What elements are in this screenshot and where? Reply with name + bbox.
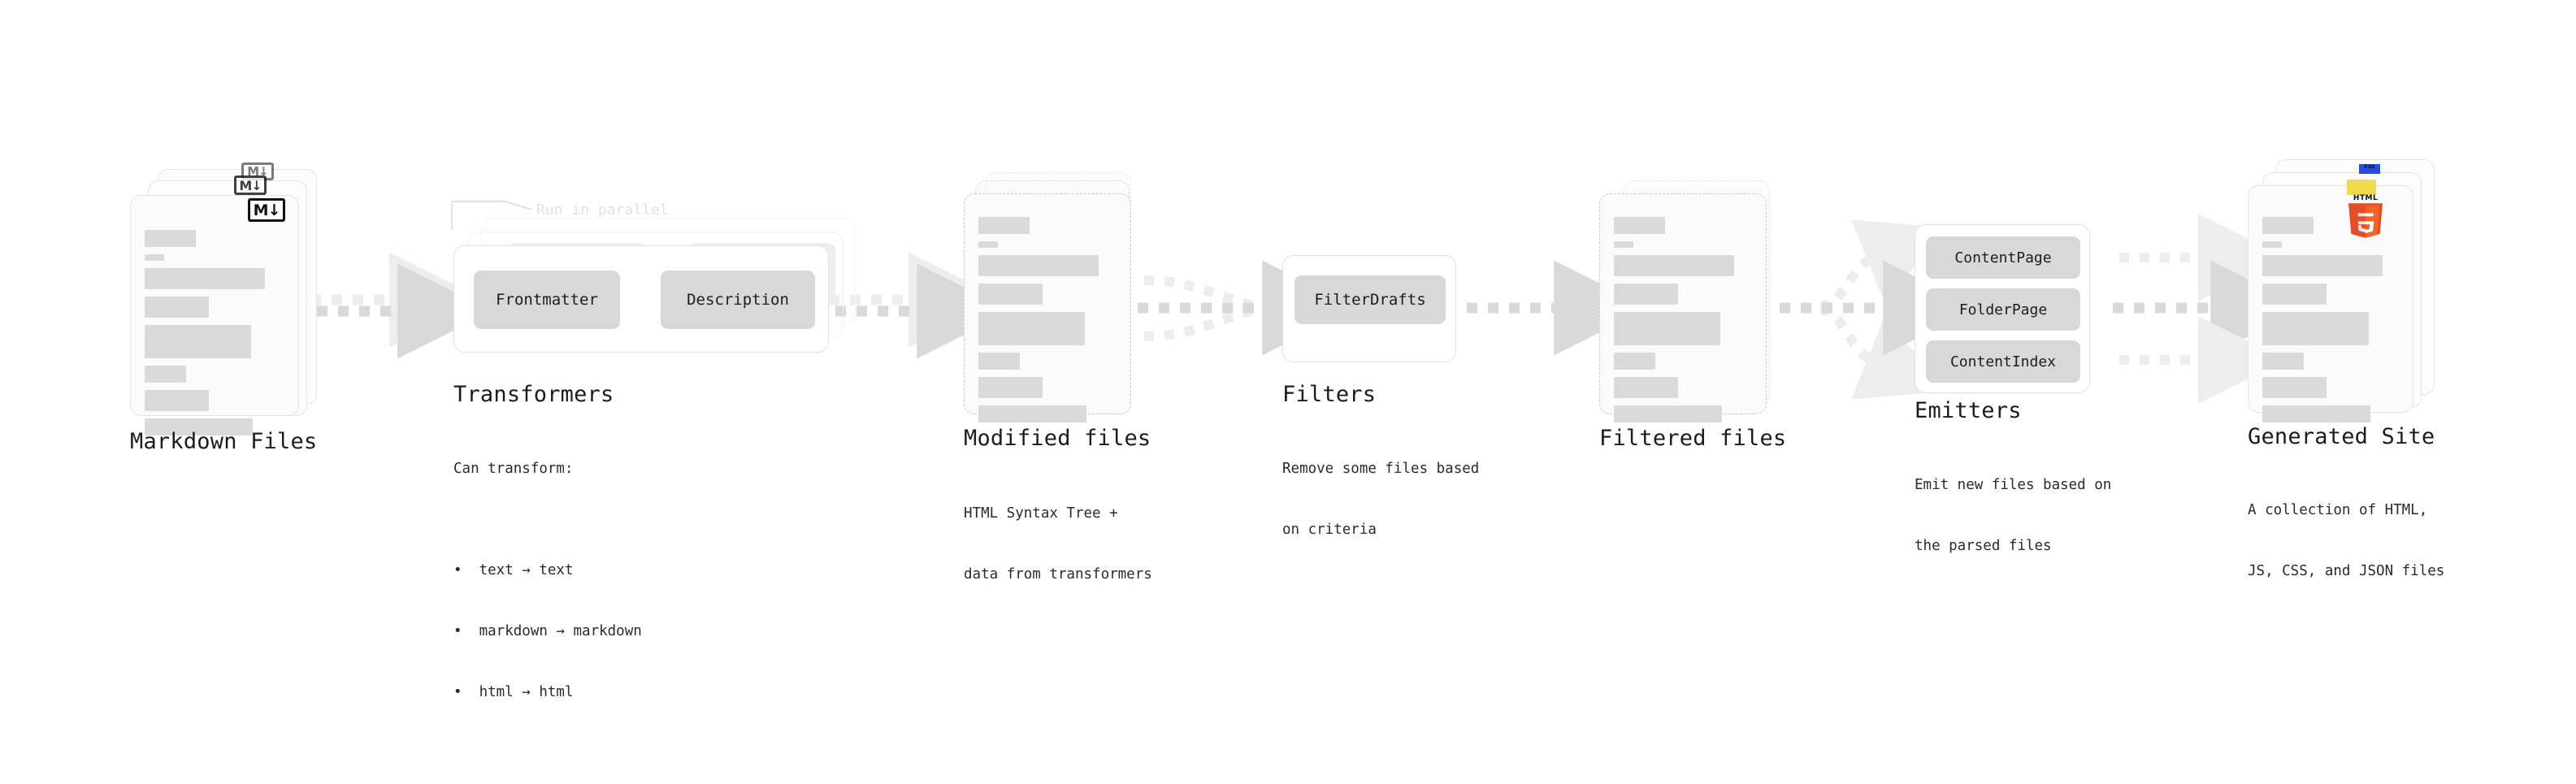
- modified-files-title: Modified files: [964, 426, 1151, 451]
- transformers-title: Transformers: [453, 382, 614, 407]
- modified-files-caption-line-1: data from transformers: [964, 566, 1152, 583]
- emitters-caption-line-0: Emit new files based on: [1915, 477, 2112, 493]
- emitters-chip-folderpage[interactable]: FolderPage: [1926, 288, 2080, 331]
- generated-card-front: [2248, 185, 2413, 422]
- markdown-badge-letter: M: [253, 201, 269, 219]
- modified-files-caption-line-0: HTML Syntax Tree +: [964, 505, 1118, 522]
- emitters-chip-contentindex[interactable]: ContentIndex: [1926, 340, 2080, 383]
- filters-title: Filters: [1282, 382, 1377, 407]
- transformers-bullet-0: text → text: [453, 561, 642, 581]
- modified-card-front: [964, 193, 1131, 422]
- diagram-canvas: M↓ M↓ M↓ Markdown Files Frontmatter Desc…: [0, 0, 2576, 681]
- generated-skeleton-bars: [2262, 217, 2400, 430]
- transformer-panel-front: Frontmatter Description: [453, 245, 829, 353]
- markdown-badge-arrow: ↓: [267, 201, 281, 219]
- arrow-modified-to-filters: [1138, 260, 1358, 356]
- arrow-filtered-to-emitters: [1780, 219, 1979, 400]
- filtered-skeleton-bars: [1614, 217, 1753, 430]
- emitters-chip-contentpage[interactable]: ContentPage: [1926, 236, 2080, 279]
- generated-site-title: Generated Site: [2248, 424, 2435, 449]
- modified-files-caption: HTML Syntax Tree + data from transformer…: [964, 463, 1152, 626]
- emitters-caption-line-1: the parsed files: [1915, 538, 2052, 554]
- js-badge: [2347, 180, 2376, 195]
- filters-caption: Remove some files based on criteria: [1282, 418, 1479, 581]
- run-in-parallel-label: Run in parallel: [536, 201, 669, 219]
- transformers-bullet-list: text → text markdown → markdown html → h…: [453, 520, 642, 743]
- css-badge-label: CSS: [2364, 164, 2375, 170]
- html5-badge-label: HTML: [2353, 194, 2379, 202]
- arrow-emitters-to-site: [2113, 214, 2306, 404]
- generated-site-caption-line-0: A collection of HTML,: [2248, 502, 2428, 518]
- markdown-badge-front: M↓: [248, 198, 285, 222]
- transformers-bullet-2: html → html: [453, 682, 642, 703]
- filtered-card-front: [1599, 193, 1767, 422]
- arrow-markdown-to-transformers: [310, 252, 493, 359]
- filters-chip-filterdrafts[interactable]: FilterDrafts: [1295, 275, 1446, 324]
- generated-site-caption-line-1: JS, CSS, and JSON files: [2248, 563, 2445, 579]
- generated-site-caption: A collection of HTML, JS, CSS, and JSON …: [2248, 460, 2444, 622]
- css-badge: CSS: [2359, 164, 2380, 174]
- markdown-files-title: Markdown Files: [130, 429, 318, 454]
- markdown-badge-mid: M↓: [234, 175, 267, 195]
- filtered-files-title: Filtered files: [1599, 426, 1787, 451]
- transformer-chip-description[interactable]: Description: [661, 271, 815, 329]
- filters-panel: FilterDrafts: [1282, 255, 1456, 362]
- filters-caption-line-1: on criteria: [1282, 522, 1377, 538]
- markdown-card-front: [130, 195, 299, 435]
- transformers-bullet-1: markdown → markdown: [453, 622, 642, 642]
- transformer-chip-frontmatter[interactable]: Frontmatter: [474, 271, 620, 329]
- html5-badge: HTML: [2348, 194, 2383, 242]
- emitters-caption: Emit new files based on the parsed files: [1915, 435, 2111, 597]
- emitters-title: Emitters: [1915, 398, 2022, 423]
- modified-skeleton-bars: [978, 217, 1117, 430]
- html5-shield-icon: [2348, 203, 2383, 238]
- transformers-caption-heading: Can transform:: [453, 461, 574, 477]
- emitters-panel: ContentPage FolderPage ContentIndex: [1915, 224, 2090, 393]
- filters-caption-line-0: Remove some files based: [1282, 461, 1480, 477]
- transformers-caption: Can transform: text → text markdown → ma…: [453, 418, 642, 784]
- markdown-skeleton-bars: [145, 230, 285, 443]
